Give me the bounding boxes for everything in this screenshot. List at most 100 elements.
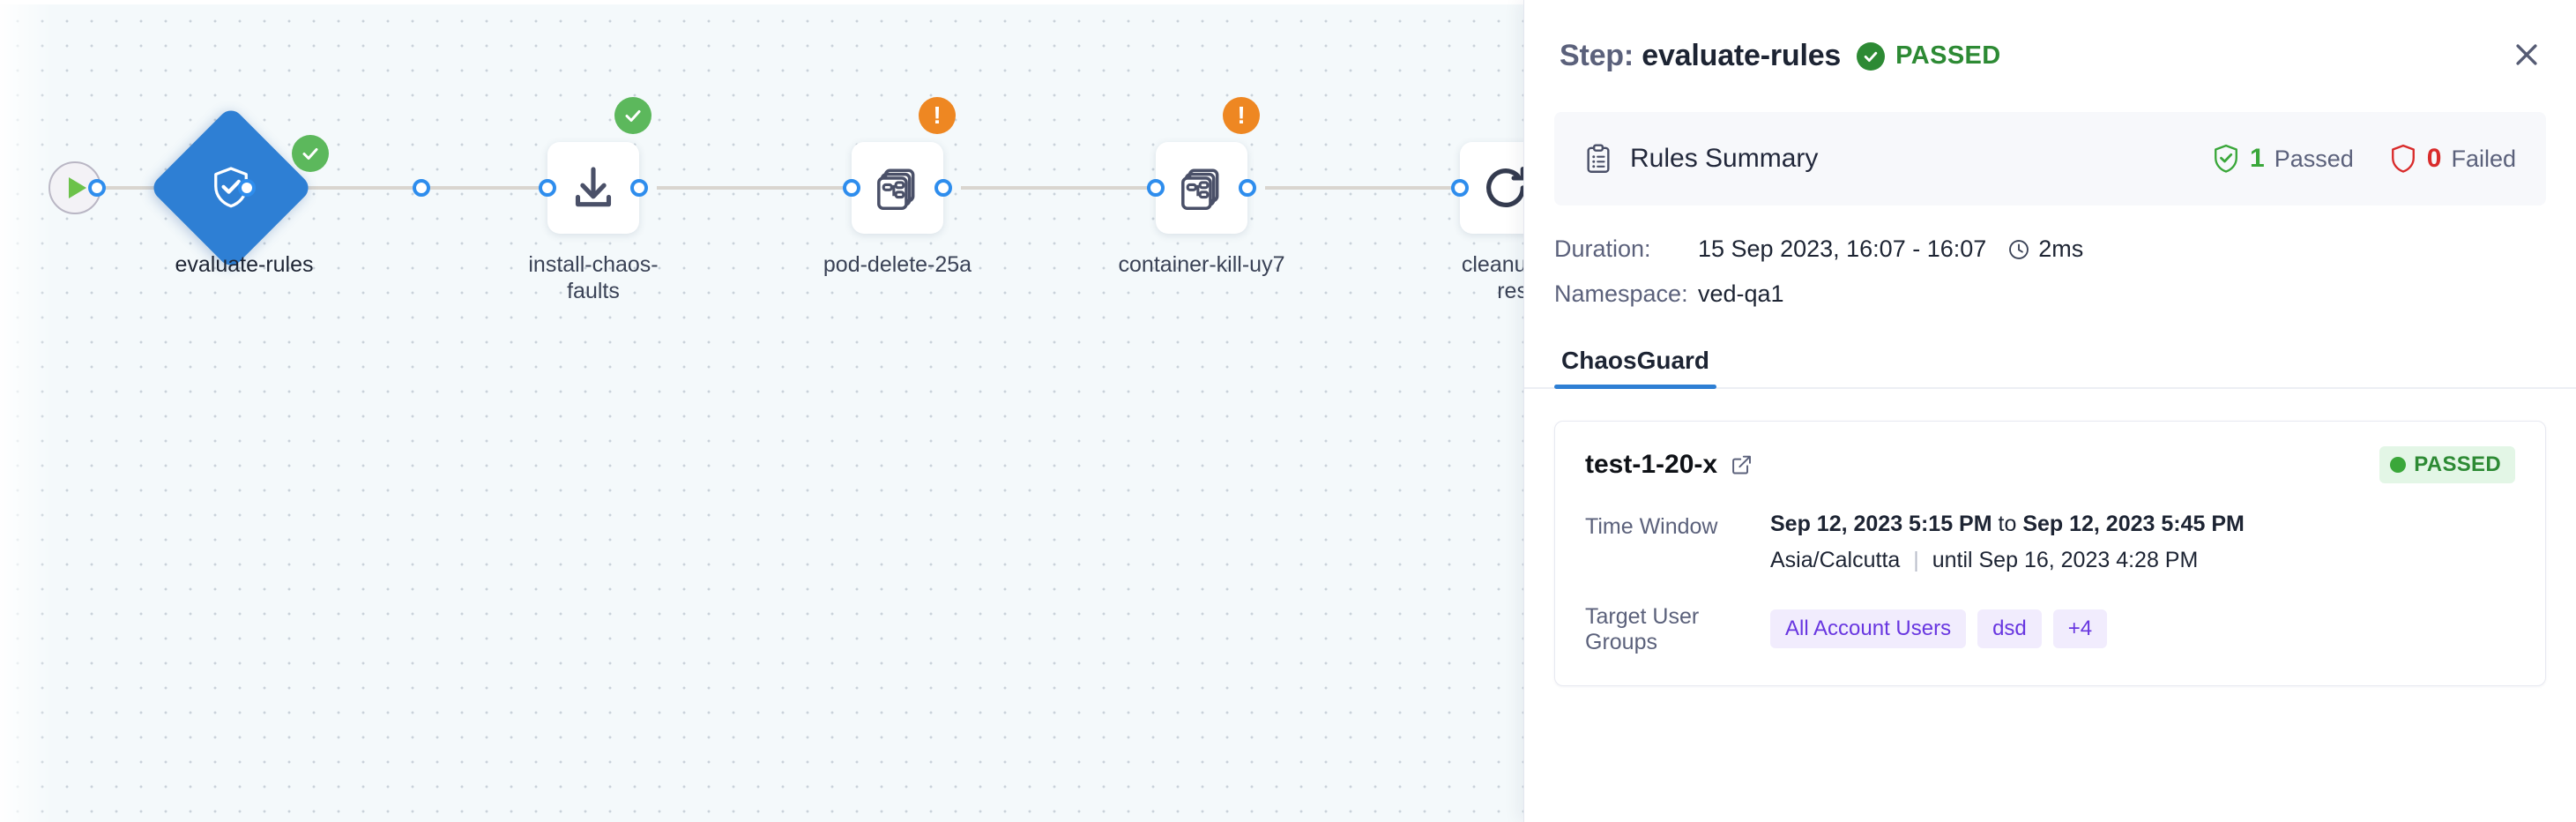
shield-check-icon [2215, 144, 2237, 173]
duration-row: Duration: 15 Sep 2023, 16:07 - 16:07 2ms [1554, 235, 2576, 263]
port-evaluate-rules-out[interactable] [413, 179, 430, 197]
user-group-chip[interactable]: dsd [1977, 609, 2042, 648]
node-label-container-kill-uy7: container-kill-uy7 [1118, 252, 1285, 277]
chaos-fault-icon [877, 168, 915, 211]
clipboard-list-icon [1587, 144, 1610, 173]
pipeline-graph: evaluate-rules install-chaos-faults [48, 97, 1523, 303]
external-link-icon[interactable] [1730, 453, 1753, 476]
refresh-icon [1486, 167, 1523, 207]
rules-failed-count: 0 [2426, 144, 2442, 173]
status-dot-icon [2390, 457, 2407, 473]
edge-container-kill-to-cleanup [1265, 186, 1455, 190]
target-user-groups-row: Target User Groups All Account Users dsd… [1585, 602, 2515, 655]
rules-summary-stats: 1 Passed 0 Failed [2212, 144, 2516, 174]
rules-summary-title: Rules Summary [1630, 144, 1819, 173]
duration-range: 15 Sep 2023, 16:07 - 16:07 [1698, 235, 1987, 262]
port-evaluate-rules-in[interactable] [238, 179, 256, 197]
time-window-start: Sep 12, 2023 5:15 PM [1770, 512, 1992, 536]
time-window-row: Time Window Sep 12, 2023 5:15 PM to Sep … [1585, 512, 2515, 573]
tab-chaosguard[interactable]: ChaosGuard [1554, 347, 1717, 389]
close-icon [2516, 44, 2537, 65]
test-name: test-1-20-x [1585, 450, 1718, 479]
panel-header: Step: evaluate-rules PASSED [1524, 0, 2576, 73]
shield-icon [2391, 144, 2415, 173]
namespace-label: Namespace: [1554, 280, 1688, 307]
node-evaluate-rules-icon-wrap [173, 130, 289, 246]
edge-pod-delete-to-container-kill [961, 186, 1150, 190]
node-status-badge-success [614, 97, 651, 134]
edge-install-to-pod-delete [657, 186, 846, 190]
node-install-chaos-faults[interactable] [547, 142, 639, 234]
port-start-out[interactable] [88, 179, 106, 197]
namespace-value: ved-qa1 [1698, 280, 1784, 307]
duration-elapsed: 2ms [2038, 235, 2084, 262]
edge-evaluate-to-install [256, 186, 555, 190]
test-card-header: test-1-20-x PASSED [1585, 446, 2515, 483]
user-group-chip-overflow[interactable]: +4 [2052, 609, 2108, 648]
duration-elapsed-group: 2ms [2007, 235, 2083, 263]
node-status-badge-success [292, 135, 329, 172]
node-label-install-chaos-faults: install-chaos-faults [528, 252, 659, 303]
port-pod-delete-25a-out[interactable] [934, 179, 952, 197]
step-label: Step: [1560, 39, 1634, 72]
time-window-end: Sep 12, 2023 5:45 PM [2022, 512, 2245, 536]
step-details-panel: Step: evaluate-rules PASSED [1523, 0, 2576, 822]
download-icon [575, 167, 612, 207]
node-label-evaluate-rules: evaluate-rules [175, 252, 314, 277]
edge-start-to-evaluate [97, 186, 185, 190]
time-window-timezone-row: Asia/Calcutta | until Sep 16, 2023 4:28 … [1770, 548, 2245, 573]
check-icon [625, 110, 641, 122]
timezone: Asia/Calcutta [1770, 548, 1901, 572]
port-install-chaos-faults-in[interactable] [539, 179, 556, 197]
test-status-badge: PASSED [2379, 446, 2515, 483]
rules-passed-label: Passed [2274, 145, 2354, 172]
page-title: Step: evaluate-rules [1560, 39, 1841, 73]
rules-failed-stat: 0 Failed [2389, 144, 2516, 174]
check-icon [1864, 51, 1878, 62]
target-user-groups-label: Target User Groups [1585, 604, 1700, 654]
node-status-badge-warning: ! [1223, 97, 1260, 134]
rules-summary-title-group: Rules Summary [1584, 144, 1818, 174]
port-pod-delete-25a-in[interactable] [843, 179, 860, 197]
canvas-top-border [0, 0, 1523, 4]
node-label-pod-delete-25a: pod-delete-25a [823, 252, 972, 277]
namespace-row: Namespace: ved-qa1 [1554, 280, 2576, 308]
duration-value-group: 15 Sep 2023, 16:07 - 16:07 2ms [1698, 235, 2083, 263]
check-icon [302, 148, 318, 160]
port-container-kill-uy7-out[interactable] [1239, 179, 1256, 197]
panel-tabs: ChaosGuard [1524, 329, 2576, 389]
until-text: until Sep 16, 2023 4:28 PM [1932, 548, 2199, 572]
time-window-joiner: to [1998, 512, 2017, 536]
duration-label: Duration: [1554, 235, 1651, 262]
port-install-chaos-faults-out[interactable] [630, 179, 648, 197]
time-window-range: Sep 12, 2023 5:15 PM to Sep 12, 2023 5:4… [1770, 512, 2245, 537]
node-label-cleanup-chaos-resources: cleanup-chaoresources [1461, 252, 1523, 303]
step-name: evaluate-rules [1642, 39, 1842, 72]
test-status-text: PASSED [2414, 452, 2501, 476]
port-container-kill-uy7-in[interactable] [1147, 179, 1165, 197]
close-panel-button[interactable] [2507, 35, 2546, 74]
check-circle-icon [1857, 41, 1886, 71]
port-cleanup-chaos-resources-in[interactable] [1451, 179, 1469, 197]
node-container-kill-uy7[interactable] [1156, 142, 1247, 234]
node-pod-delete-25a[interactable] [852, 142, 943, 234]
rules-passed-stat: 1 Passed [2212, 144, 2354, 174]
divider: | [1913, 548, 1919, 572]
chaos-fault-icon [1181, 168, 1219, 211]
chaosguard-test-card: test-1-20-x PASSED Time Window [1554, 421, 2546, 686]
pipeline-canvas[interactable]: evaluate-rules install-chaos-faults [0, 0, 1523, 822]
play-icon [68, 177, 86, 198]
step-meta: Duration: 15 Sep 2023, 16:07 - 16:07 2ms… [1554, 235, 2576, 308]
external-link-glyph [1732, 455, 1752, 475]
status-badge: PASSED [1895, 41, 2001, 70]
time-window-values: Sep 12, 2023 5:15 PM to Sep 12, 2023 5:4… [1770, 512, 2245, 573]
user-group-chip[interactable]: All Account Users [1770, 609, 1967, 648]
target-user-groups-chips: All Account Users dsd +4 [1770, 602, 2108, 655]
rules-passed-count: 1 [2250, 144, 2265, 173]
time-window-label: Time Window [1585, 514, 1718, 539]
clock-icon [2009, 239, 2029, 259]
node-status-badge-warning: ! [919, 97, 956, 134]
node-cleanup-chaos-resources[interactable] [1460, 142, 1523, 234]
rules-failed-label: Failed [2451, 145, 2516, 172]
